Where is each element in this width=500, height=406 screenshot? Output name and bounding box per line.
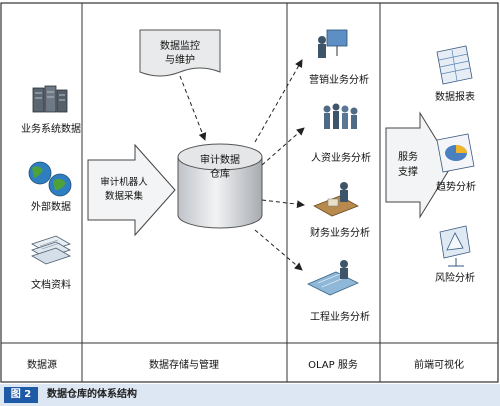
footer-label-olap: OLAP 服务: [308, 358, 358, 371]
olap-arrow-marketing: [254, 59, 303, 143]
olap-arrow-engineering: [254, 229, 303, 271]
source-label-docs: 文档资料: [31, 278, 71, 291]
olap-arrow-hr: [261, 127, 305, 166]
service-line1: 服务: [398, 150, 418, 163]
pie-chart-icon: [436, 133, 475, 173]
footer-label-storage: 数据存储与管理: [149, 358, 219, 371]
warning-board-icon: [439, 225, 471, 267]
service-arrow: [385, 111, 453, 219]
collect-line1: 审计机器人: [100, 176, 148, 188]
service-line2: 支撑: [398, 165, 418, 178]
spreadsheet-icon: [436, 45, 473, 85]
monitoring-box: [139, 29, 221, 77]
source-label-system: 业务系统数据: [21, 122, 81, 135]
architecture-diagram: 数据监控 与维护 业务系统数据 外部数据 文档资料 审计机器人 数据采集 审计数…: [0, 2, 499, 383]
warehouse-line2: 仓库: [210, 167, 230, 180]
caption-bar: [0, 384, 500, 406]
monitoring-line2: 与维护: [165, 53, 195, 66]
footer-label-frontend: 前端可视化: [414, 358, 464, 371]
frontend-label-risk: 风险分析: [435, 271, 475, 284]
collect-line2: 数据采集: [105, 190, 144, 202]
source-label-external: 外部数据: [31, 200, 71, 213]
monitoring-arrow: [179, 75, 207, 141]
accountant-icon: [313, 182, 359, 217]
warehouse-line1: 审计数据: [200, 153, 240, 166]
figure-title: 数据仓库的体系结构: [47, 389, 137, 400]
server-rack-icon: [32, 85, 68, 113]
documents-stack-icon: [31, 235, 71, 265]
olap-label-engineering: 工程业务分析: [310, 310, 370, 323]
warehouse-cylinder: [177, 143, 263, 229]
engineer-icon: [307, 260, 359, 296]
collect-arrow: [87, 143, 176, 237]
olap-label-marketing: 营销业务分析: [309, 73, 369, 86]
olap-label-finance: 财务业务分析: [310, 226, 370, 239]
frontend-label-trend: 趋势分析: [436, 180, 476, 193]
monitoring-line1: 数据监控: [160, 39, 200, 52]
olap-label-hr: 人资业务分析: [311, 151, 371, 164]
people-group-icon: [323, 103, 358, 129]
olap-arrow-finance: [261, 199, 305, 209]
figure-number-badge: 图 2: [4, 387, 38, 403]
globe-icon: [28, 161, 72, 197]
footer-label-sources: 数据源: [27, 358, 57, 371]
frontend-label-report: 数据报表: [435, 90, 475, 103]
presenter-icon: [318, 29, 348, 58]
